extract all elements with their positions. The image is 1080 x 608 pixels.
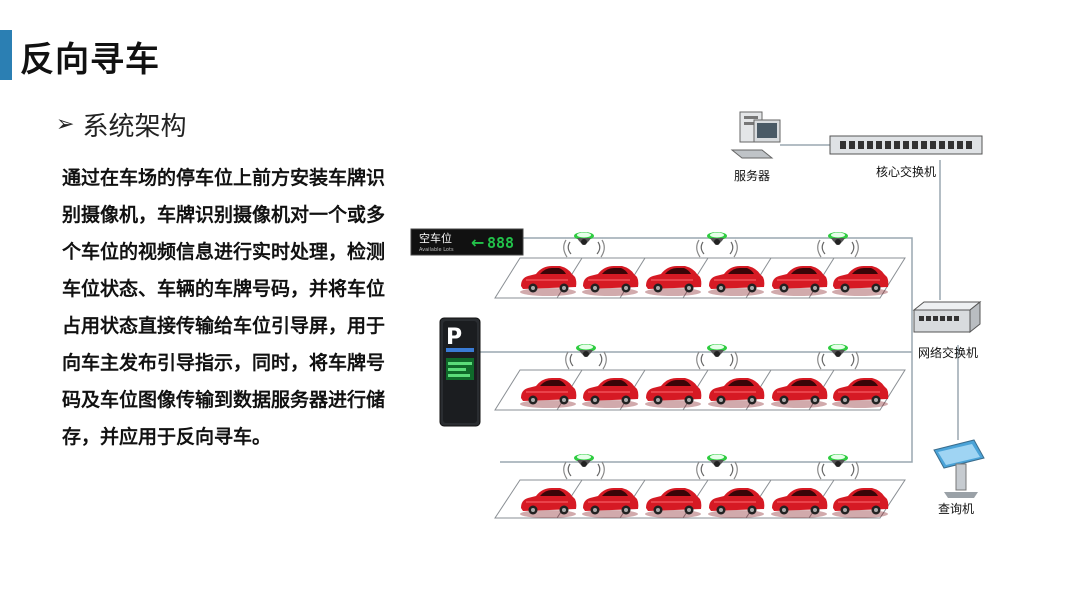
section-label: 系统架构 [82, 112, 187, 142]
server-icon [730, 111, 781, 159]
kiosk-label: 查询机 [938, 502, 974, 516]
guide-sign-arrow-icon: ← [471, 233, 484, 252]
description-paragraph: 通过在车场的停车位上前方安装车牌识别摄像机，车牌识别摄像机对一个或多个车位的视频… [62, 167, 386, 448]
section-heading: ➢ 系统架构 [56, 106, 186, 143]
parking-row-2 [494, 343, 906, 411]
parking-row-3 [494, 453, 906, 519]
core-switch-icon [829, 135, 983, 155]
guide-sign-count: 888 [487, 234, 514, 252]
network-cables [480, 144, 959, 463]
parking-totem: P [439, 317, 481, 427]
bullet-arrow-icon: ➢ [56, 112, 75, 137]
title-accent-bar [0, 30, 12, 80]
network-switch-label: 网络交换机 [918, 345, 978, 360]
parking-row-1 [494, 231, 906, 299]
core-switch-label: 核心交换机 [876, 164, 936, 179]
led-guide-sign: 空车位 Available Lots ← 888 [410, 228, 524, 256]
guide-sign-label: 空车位 [419, 231, 452, 245]
kiosk-icon [933, 439, 985, 498]
totem-letter: P [446, 325, 462, 350]
page-title: 反向寻车 [20, 40, 160, 80]
network-switch-icon [912, 300, 982, 334]
server-label: 服务器 [734, 168, 770, 183]
guide-sign-sub: Available Lots [419, 247, 454, 253]
